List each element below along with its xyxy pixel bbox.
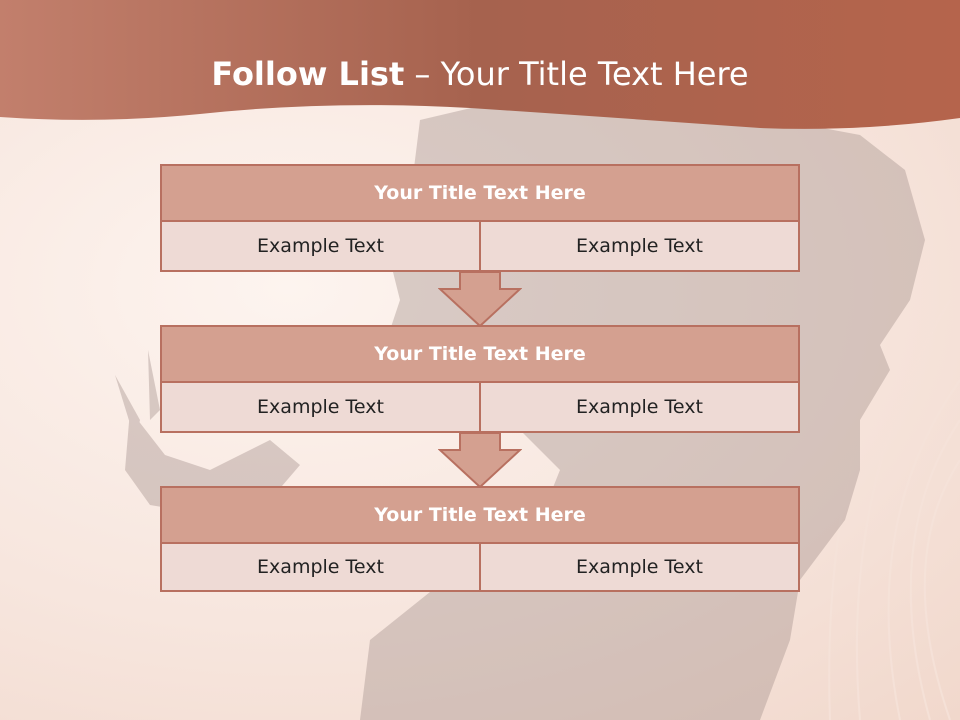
- step-cell-right: Example Text: [481, 544, 800, 592]
- down-arrow-icon: [438, 271, 522, 327]
- slide-title: Follow List – Your Title Text Here: [0, 55, 960, 93]
- down-arrow-icon: [438, 432, 522, 488]
- step-cell-left: Example Text: [160, 383, 481, 433]
- step-title: Your Title Text Here: [160, 486, 800, 544]
- step-cell-left: Example Text: [160, 544, 481, 592]
- light-streaks: [828, 259, 960, 720]
- step-title: Your Title Text Here: [160, 164, 800, 222]
- step-title: Your Title Text Here: [160, 325, 800, 383]
- step-row: Example Text Example Text: [160, 383, 800, 433]
- step-box-2: Your Title Text Here Example Text Exampl…: [160, 325, 800, 433]
- step-row: Example Text Example Text: [160, 222, 800, 272]
- step-row: Example Text Example Text: [160, 544, 800, 592]
- step-cell-right: Example Text: [481, 222, 800, 272]
- slide-title-rest: – Your Title Text Here: [404, 55, 749, 93]
- step-box-3: Your Title Text Here Example Text Exampl…: [160, 486, 800, 592]
- step-cell-right: Example Text: [481, 383, 800, 433]
- slide-title-bold: Follow List: [211, 55, 405, 93]
- title-banner: [0, 0, 960, 129]
- step-box-1: Your Title Text Here Example Text Exampl…: [160, 164, 800, 272]
- step-cell-left: Example Text: [160, 222, 481, 272]
